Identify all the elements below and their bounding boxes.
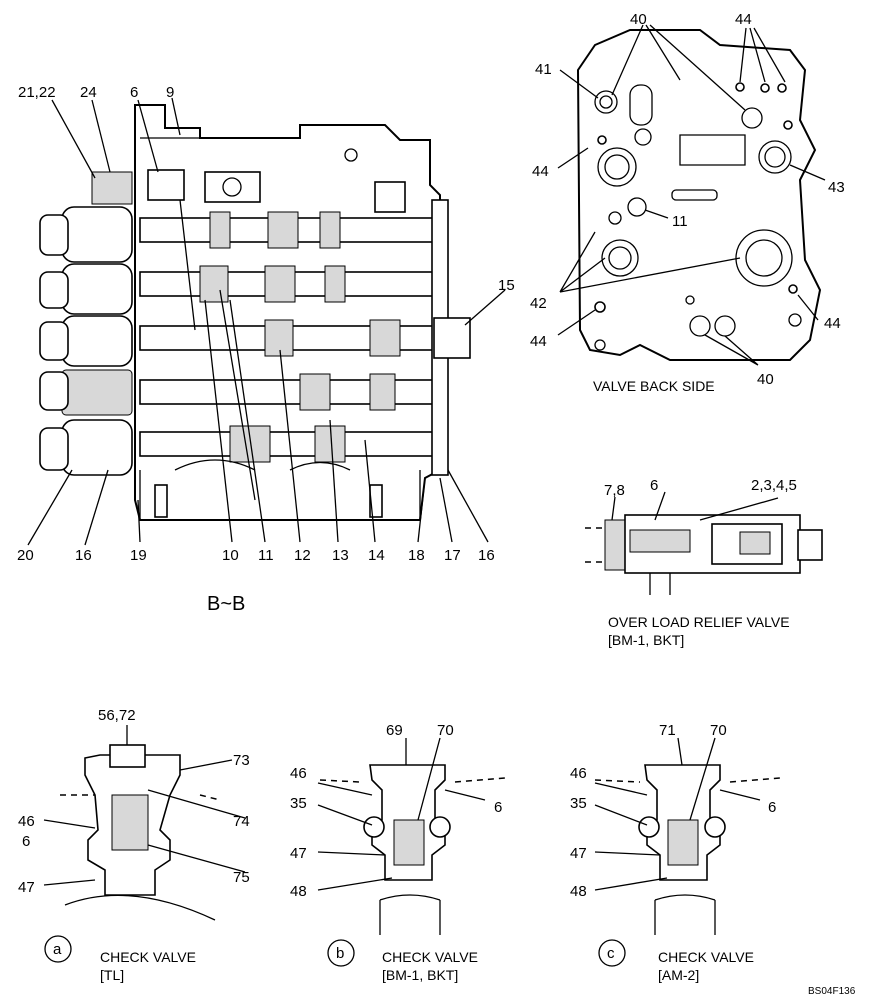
cva-callout-46: 46 [18, 813, 35, 830]
left-end-caps [39, 206, 133, 476]
top-fitting [204, 171, 261, 203]
cvb-callout-6: 6 [494, 799, 502, 816]
section-label: B~B [207, 593, 245, 615]
cva-callout-74: 74 [233, 813, 250, 830]
cva-marker-circle [44, 935, 72, 963]
relief-caption-line1: OVER LOAD RELIEF VALVE [608, 614, 790, 630]
cva-callout-6: 6 [22, 833, 30, 850]
cvc-callout-47: 47 [570, 845, 587, 862]
check-valve-b-drawing [317, 737, 506, 935]
back-callout-44-top: 44 [735, 11, 752, 28]
back-callout-44-lower-right: 44 [824, 315, 841, 332]
callout-12: 12 [294, 547, 311, 564]
cva-callout-56-72: 56,72 [98, 707, 136, 724]
cvb-callout-35: 35 [290, 795, 307, 812]
cvb-caption-line1: CHECK VALVE [382, 949, 478, 965]
cvc-callout-71: 71 [659, 722, 676, 739]
cvc-caption-line1: CHECK VALVE [658, 949, 754, 965]
main-valve-section [39, 104, 471, 521]
relief-callout-7-8: 7,8 [604, 482, 625, 499]
cvc-marker: c [607, 945, 615, 962]
cva-callout-75: 75 [233, 869, 250, 886]
callout-16-left: 16 [75, 547, 92, 564]
cvb-callout-46: 46 [290, 765, 307, 782]
cvb-callout-69: 69 [386, 722, 403, 739]
check-valve-a-drawing [43, 725, 246, 921]
cvc-callout-46: 46 [570, 765, 587, 782]
callout-10: 10 [222, 547, 239, 564]
cvc-callout-35: 35 [570, 795, 587, 812]
cvb-callout-70: 70 [437, 722, 454, 739]
callout-15: 15 [498, 277, 515, 294]
back-callout-11: 11 [672, 213, 688, 230]
callout-9: 9 [166, 84, 174, 101]
cvb-marker-circle [327, 939, 355, 967]
callout-20: 20 [17, 547, 34, 564]
callout-21-22: 21,22 [18, 84, 56, 101]
cvc-marker-circle [598, 939, 626, 967]
spool-assemblies [139, 211, 436, 471]
callout-14: 14 [368, 547, 385, 564]
drawing-code: BS04F136 [808, 986, 856, 997]
back-callout-44-left: 44 [532, 163, 549, 180]
cvc-callout-70: 70 [710, 722, 727, 739]
back-callout-41: 41 [535, 61, 552, 78]
callout-24: 24 [80, 84, 97, 101]
relief-callout-2345: 2,3,4,5 [751, 477, 797, 494]
back-side-caption: VALVE BACK SIDE [593, 378, 715, 394]
callout-17: 17 [444, 547, 461, 564]
check-valve-c-drawing [594, 737, 781, 935]
main-leaders [27, 97, 506, 546]
cva-callout-73: 73 [233, 752, 250, 769]
callout-18: 18 [408, 547, 425, 564]
back-callout-42: 42 [530, 295, 547, 312]
valve-back-side-view [557, 24, 826, 366]
callout-16-right: 16 [478, 547, 495, 564]
plug-6 [147, 169, 185, 201]
back-callout-40-bottom: 40 [757, 371, 774, 388]
callout-19: 19 [130, 547, 147, 564]
side-port-15 [433, 317, 471, 359]
cvb-caption-line2: [BM-1, BKT] [382, 967, 458, 983]
callout-6: 6 [130, 84, 138, 101]
cva-marker: a [53, 941, 62, 958]
callout-11: 11 [258, 547, 274, 564]
valve-body-outline [134, 104, 441, 521]
cvb-marker: b [336, 945, 344, 962]
cva-caption-line2: [TL] [100, 967, 124, 983]
cvb-callout-48: 48 [290, 883, 307, 900]
cva-callout-47: 47 [18, 879, 35, 896]
plug-24 [91, 171, 133, 205]
callout-13: 13 [332, 547, 349, 564]
relief-callout-6: 6 [650, 477, 658, 494]
cvc-caption-line2: [AM-2] [658, 967, 699, 983]
cvc-callout-6: 6 [768, 799, 776, 816]
cvc-callout-48: 48 [570, 883, 587, 900]
cva-caption-line1: CHECK VALVE [100, 949, 196, 965]
back-callout-43: 43 [828, 179, 845, 196]
relief-caption-line2: [BM-1, BKT] [608, 632, 684, 648]
relief-valve-drawing [585, 491, 823, 595]
back-plate-outline [576, 29, 822, 361]
cvb-callout-47: 47 [290, 845, 307, 862]
back-callout-40-top: 40 [630, 11, 647, 28]
back-callout-44-lower-left: 44 [530, 333, 547, 350]
